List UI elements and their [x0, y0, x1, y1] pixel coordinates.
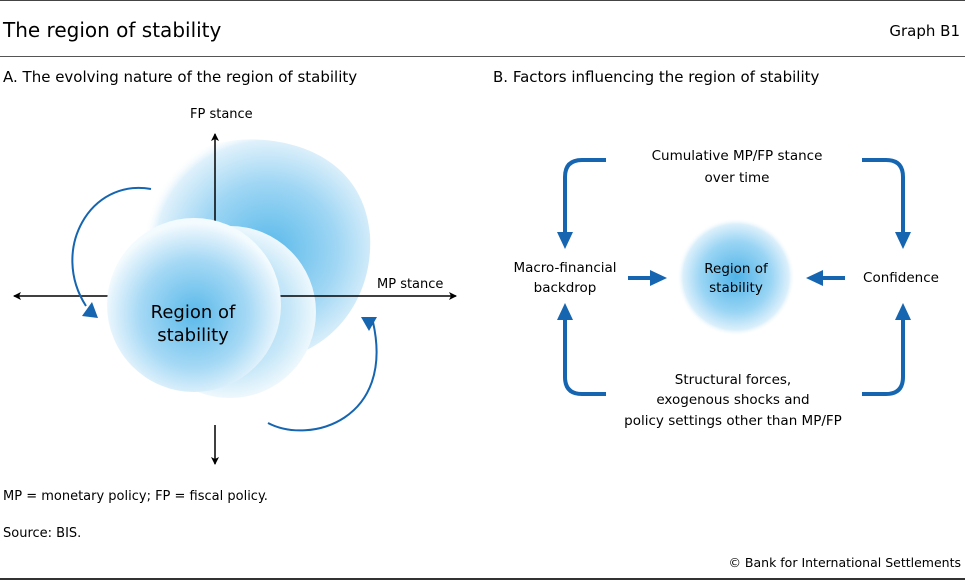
left-factor-label-2: backdrop: [534, 280, 597, 296]
bracket-arrow-bottom-left: [563, 320, 606, 396]
bracket-arrow-bottom-right: [862, 320, 905, 396]
footnote: MP = monetary policy; FP = fiscal policy…: [3, 489, 268, 504]
arrowhead-down-right-icon: [895, 232, 911, 249]
bottom-factor-label-3: policy settings other than MP/FP: [624, 413, 842, 429]
arrowhead-left-icon: [82, 302, 98, 318]
copyright: © Bank for International Settlements: [728, 555, 961, 570]
bottom-factor-label-2: exogenous shocks and: [656, 392, 809, 408]
fp-axis-label: FP stance: [190, 107, 253, 122]
arrowhead-right-icon: [361, 317, 377, 331]
panel-a-center-label-1: Region of: [151, 302, 236, 323]
panel-b-title: B. Factors influencing the region of sta…: [493, 68, 820, 86]
bracket-arrow-top-left: [563, 158, 606, 232]
top-factor-label-2: over time: [705, 170, 770, 186]
arrowhead-up-left-icon: [557, 303, 573, 320]
curved-arrow-right: [267, 321, 378, 432]
panel-a-center-label-2: stability: [157, 325, 229, 346]
bottom-factor-label-1: Structural forces,: [675, 372, 791, 388]
region-circle-front: [107, 218, 281, 392]
bottom-rule: [0, 578, 965, 580]
arrowhead-right-icon-b: [650, 270, 667, 286]
arrowhead-up-right-icon: [895, 303, 911, 320]
arrowhead-left-icon-b: [806, 270, 823, 286]
header-rule: [0, 56, 965, 57]
bracket-arrow-top-right: [862, 158, 905, 232]
right-factor-label: Confidence: [863, 270, 939, 286]
source-note: Source: BIS.: [3, 526, 82, 541]
top-rule: [0, 0, 965, 1]
panel-a-title: A. The evolving nature of the region of …: [3, 68, 358, 86]
graph-id: Graph B1: [889, 22, 960, 40]
left-factor-label-1: Macro-financial: [513, 260, 616, 276]
panel-b-center-label-2: stability: [709, 280, 763, 296]
top-factor-label-1: Cumulative MP/FP stance: [652, 148, 823, 164]
arrowhead-down-left-icon: [557, 232, 573, 249]
panel-b-center-label-1: Region of: [704, 261, 769, 277]
mp-axis-label: MP stance: [377, 277, 443, 292]
curved-arrow-left: [71, 186, 152, 307]
panel-b-region-circle: [677, 218, 795, 336]
graph-title: The region of stability: [3, 18, 222, 42]
